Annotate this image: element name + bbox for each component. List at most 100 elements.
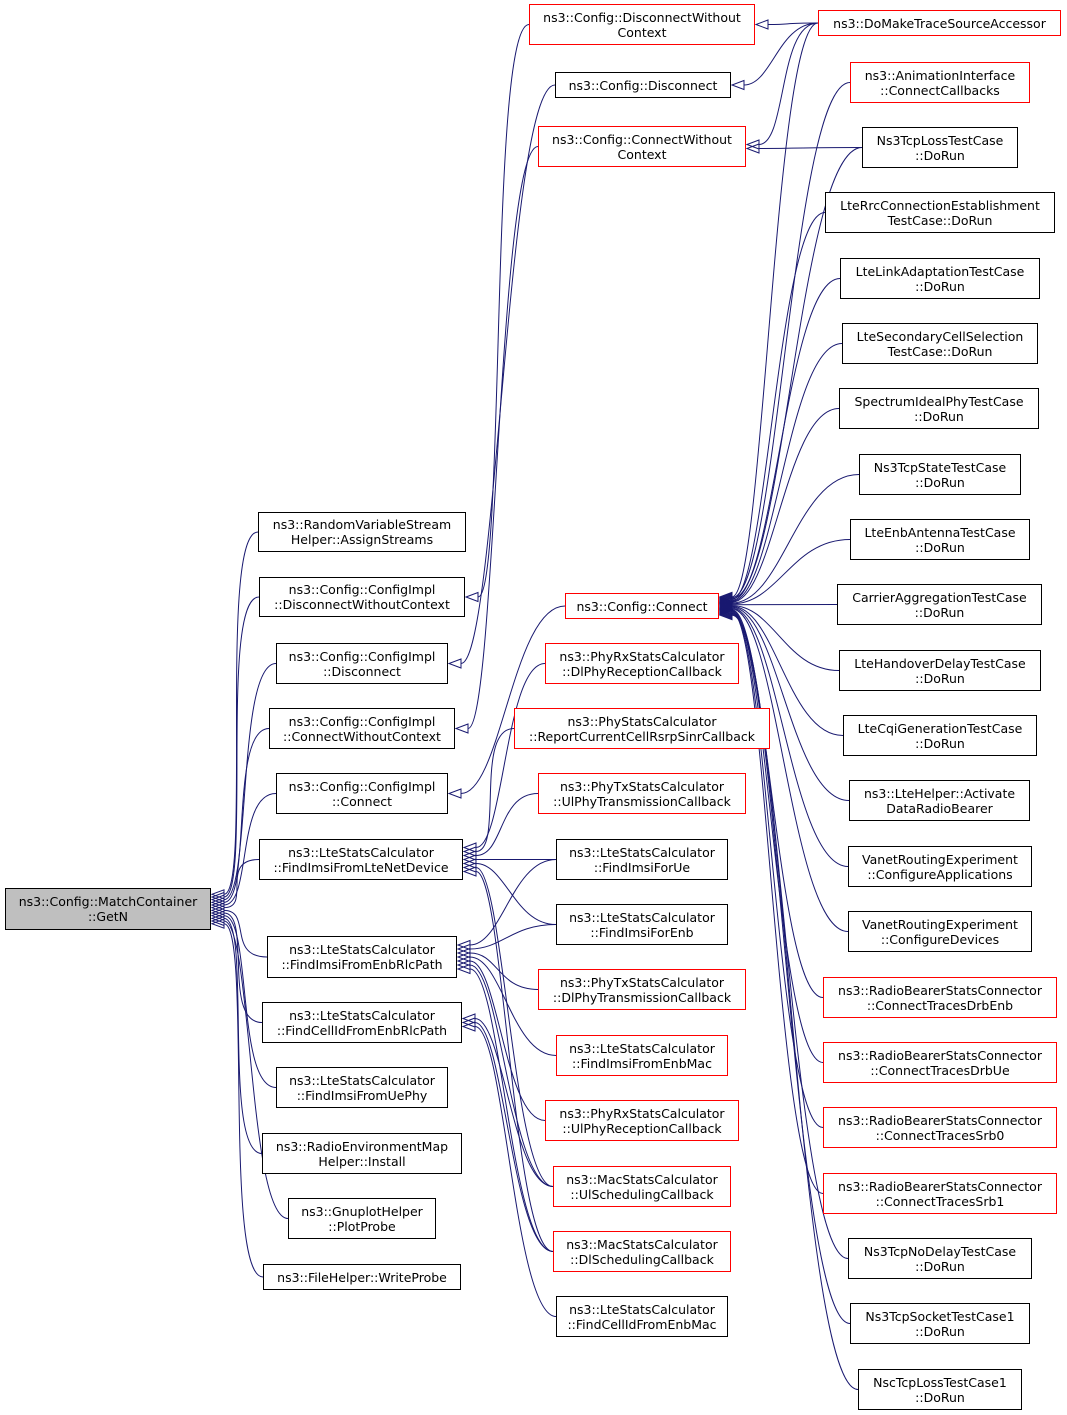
- node-radiobearerstats-connecttracessrb1[interactable]: ns3::RadioBearerStatsConnector::ConnectT…: [823, 1173, 1057, 1214]
- call-edge: [731, 82, 851, 599]
- node-line: ::DoRun: [915, 670, 965, 686]
- node-line: ::FindImsiForUe: [593, 859, 691, 875]
- node-domaketracesourceaccessor[interactable]: ns3::DoMakeTraceSourceAccessor: [818, 10, 1061, 36]
- node-config-disconnect[interactable]: ns3::Config::Disconnect: [555, 72, 731, 98]
- node-macstats-ulschedulingcallback[interactable]: ns3::MacStatsCalculator::UlSchedulingCal…: [553, 1166, 731, 1207]
- node-line: ns3::LteStatsCalculator: [289, 1007, 435, 1023]
- node-config-connect[interactable]: ns3::Config::Connect: [565, 593, 719, 619]
- node-line: ::DlSchedulingCallback: [570, 1251, 714, 1267]
- node-vanetroutingexperiment-configureapplications[interactable]: VanetRoutingExperiment::ConfigureApplica…: [848, 846, 1032, 887]
- node-line: CarrierAggregationTestCase: [852, 589, 1027, 605]
- node-line: ::ConnectWithoutContext: [283, 728, 441, 744]
- edge-arrowhead: [210, 894, 225, 905]
- node-line: ::DlPhyReceptionCallback: [562, 663, 722, 679]
- node-ltecqigenerationtestcase-dorun[interactable]: LteCqiGenerationTestCase::DoRun: [843, 715, 1037, 756]
- node-ltelinkadaptationtestcase-dorun[interactable]: LteLinkAdaptationTestCase::DoRun: [840, 258, 1040, 299]
- node-configimpl-disconnect[interactable]: ns3::Config::ConfigImpl::Disconnect: [276, 643, 448, 684]
- node-ltestats-findimsifromenbrlcpath[interactable]: ns3::LteStatsCalculator::FindImsiFromEnb…: [267, 936, 457, 978]
- node-phystats-reportcurrentcellrsrpsinrcallback[interactable]: ns3::PhyStatsCalculator::ReportCurrentCe…: [514, 708, 770, 749]
- node-ns3tcpsockettestcase1-dorun[interactable]: Ns3TcpSocketTestCase1::DoRun: [850, 1303, 1030, 1344]
- node-line: ns3::LteStatsCalculator: [288, 844, 434, 860]
- edge-arrowhead: [461, 1013, 476, 1024]
- node-ltestats-findcellidfromenbmac[interactable]: ns3::LteStatsCalculator::FindCellIdFromE…: [556, 1296, 728, 1337]
- edge-arrowhead: [462, 850, 477, 861]
- node-line: ns3::RandomVariableStream: [272, 517, 452, 532]
- edge-arrowhead: [718, 603, 733, 615]
- edge-arrowhead: [210, 902, 225, 913]
- node-line: ns3::Config::ConfigImpl: [288, 582, 436, 597]
- node-vanetroutingexperiment-configuredevices[interactable]: VanetRoutingExperiment::ConfigureDevices: [848, 911, 1032, 952]
- node-line: ::FindImsiForEnb: [590, 924, 694, 940]
- node-ltestats-findimsifromenbmac[interactable]: ns3::LteStatsCalculator::FindImsiFromEnb…: [556, 1035, 728, 1076]
- edge-arrowhead: [462, 846, 477, 857]
- node-line: ::UlPhyReceptionCallback: [562, 1120, 722, 1136]
- node-ltestats-findimsiforue[interactable]: ns3::LteStatsCalculator::FindImsiForUe: [556, 839, 728, 880]
- node-line: ns3::Config::ConnectWithout: [552, 131, 732, 147]
- node-line: LteLinkAdaptationTestCase: [855, 263, 1025, 279]
- call-edge: [474, 1026, 557, 1317]
- node-animationinterface-connectcallbacks[interactable]: ns3::AnimationInterface::ConnectCallback…: [850, 62, 1030, 103]
- call-edge: [474, 1018, 554, 1187]
- node-ltestats-findimsiforenb[interactable]: ns3::LteStatsCalculator::FindImsiForEnb: [556, 904, 728, 945]
- node-ns3tcpstatetestcase-dorun[interactable]: Ns3TcpStateTestCase::DoRun: [859, 454, 1021, 495]
- edge-arrowhead: [210, 913, 225, 924]
- node-line: ns3::LteStatsCalculator: [569, 1040, 715, 1056]
- node-ltehandoverdelaytestcase-dorun[interactable]: LteHandoverDelayTestCase::DoRun: [839, 650, 1041, 691]
- node-ltestats-findimsifromuephy[interactable]: ns3::LteStatsCalculator::FindImsiFromUeP…: [276, 1067, 448, 1108]
- node-filehelper-writeprobe[interactable]: ns3::FileHelper::WriteProbe: [263, 1264, 461, 1290]
- node-ns3tcplosstestcase-dorun[interactable]: Ns3TcpLossTestCase::DoRun: [862, 127, 1018, 168]
- node-phytxstats-dlphytransmissioncallback[interactable]: ns3::PhyTxStatsCalculator::DlPhyTransmis…: [538, 969, 746, 1010]
- edge-arrowhead: [718, 608, 733, 619]
- call-edge: [475, 663, 546, 848]
- edge-arrowhead: [718, 591, 733, 603]
- node-phyrxstats-dlphyreceptioncallback[interactable]: ns3::PhyRxStatsCalculator::DlPhyReceptio…: [545, 643, 739, 684]
- edge-arrowhead: [462, 858, 477, 869]
- edge-arrowhead: [718, 596, 733, 607]
- node-line: ns3::PhyRxStatsCalculator: [559, 648, 725, 664]
- node-ns3tcpnodelaytestcase-dorun[interactable]: Ns3TcpNoDelayTestCase::DoRun: [848, 1238, 1032, 1279]
- node-configimpl-disconnectwithoutcontext[interactable]: ns3::Config::ConfigImpl::DisconnectWitho…: [259, 577, 465, 617]
- node-line: ns3::PhyRxStatsCalculator: [559, 1105, 725, 1121]
- node-ltestats-findimsifromltenetdevice[interactable]: ns3::LteStatsCalculator::FindImsiFromLte…: [259, 839, 463, 880]
- call-edge: [475, 728, 515, 852]
- node-line: LteCqiGenerationTestCase: [857, 720, 1023, 736]
- node-configimpl-connect[interactable]: ns3::Config::ConfigImpl::Connect: [276, 773, 448, 814]
- node-configimpl-connectwithoutcontext[interactable]: ns3::Config::ConfigImpl::ConnectWithoutC…: [269, 708, 455, 749]
- node-phyrxstats-ulphyreceptioncallback[interactable]: ns3::PhyRxStatsCalculator::UlPhyReceptio…: [545, 1100, 739, 1141]
- node-phytxstats-ulphytransmissioncallback[interactable]: ns3::PhyTxStatsCalculator::UlPhyTransmis…: [538, 773, 746, 814]
- node-line: ::FindImsiFromUePhy: [296, 1087, 428, 1103]
- node-macstats-dlschedulingcallback[interactable]: ns3::MacStatsCalculator::DlSchedulingCal…: [553, 1231, 731, 1272]
- call-edge: [731, 408, 840, 603]
- node-spectrumidealphytestcase-dorun[interactable]: SpectrumIdealPhyTestCase::DoRun: [839, 388, 1039, 429]
- call-edge: [223, 909, 268, 958]
- node-matchcontainer-getn: ns3::Config::MatchContainer::GetN: [5, 888, 211, 930]
- call-edge: [475, 867, 554, 1187]
- node-radiobearerstats-connecttracessrb0[interactable]: ns3::RadioBearerStatsConnector::ConnectT…: [823, 1107, 1057, 1148]
- edge-arrowhead: [718, 598, 733, 610]
- edge-arrowhead: [718, 599, 733, 610]
- node-radiobearerstats-connecttracesdrbue[interactable]: ns3::RadioBearerStatsConnector::ConnectT…: [823, 1042, 1057, 1083]
- node-ltestats-findcellidfromenbrlcpath[interactable]: ns3::LteStatsCalculator::FindCellIdFromE…: [262, 1002, 462, 1043]
- call-edge: [474, 1022, 554, 1252]
- node-lteenbantennatestcase-dorun[interactable]: LteEnbAntennaTestCase::DoRun: [850, 519, 1030, 560]
- edge-arrowhead: [456, 951, 471, 963]
- edge-arrowhead: [718, 596, 733, 608]
- edge-arrowhead: [718, 604, 733, 616]
- node-line: LteRrcConnectionEstablishment: [840, 197, 1040, 213]
- node-carrieraggregationtestcase-dorun[interactable]: CarrierAggregationTestCase::DoRun: [837, 584, 1042, 625]
- node-nsctcplosstestcase1-dorun[interactable]: NscTcpLossTestCase1::DoRun: [858, 1369, 1022, 1410]
- node-gnuplothelper-plotprobe[interactable]: ns3::GnuplotHelper::PlotProbe: [288, 1198, 436, 1239]
- edge-arrowhead: [718, 601, 733, 612]
- edge-arrowhead: [210, 918, 225, 929]
- call-edge: [475, 793, 539, 856]
- node-radiobearerstats-connecttracesdrbenb[interactable]: ns3::RadioBearerStatsConnector::ConnectT…: [823, 977, 1057, 1018]
- edge-arrowhead: [462, 862, 477, 873]
- node-line: ::DoRun: [914, 408, 964, 424]
